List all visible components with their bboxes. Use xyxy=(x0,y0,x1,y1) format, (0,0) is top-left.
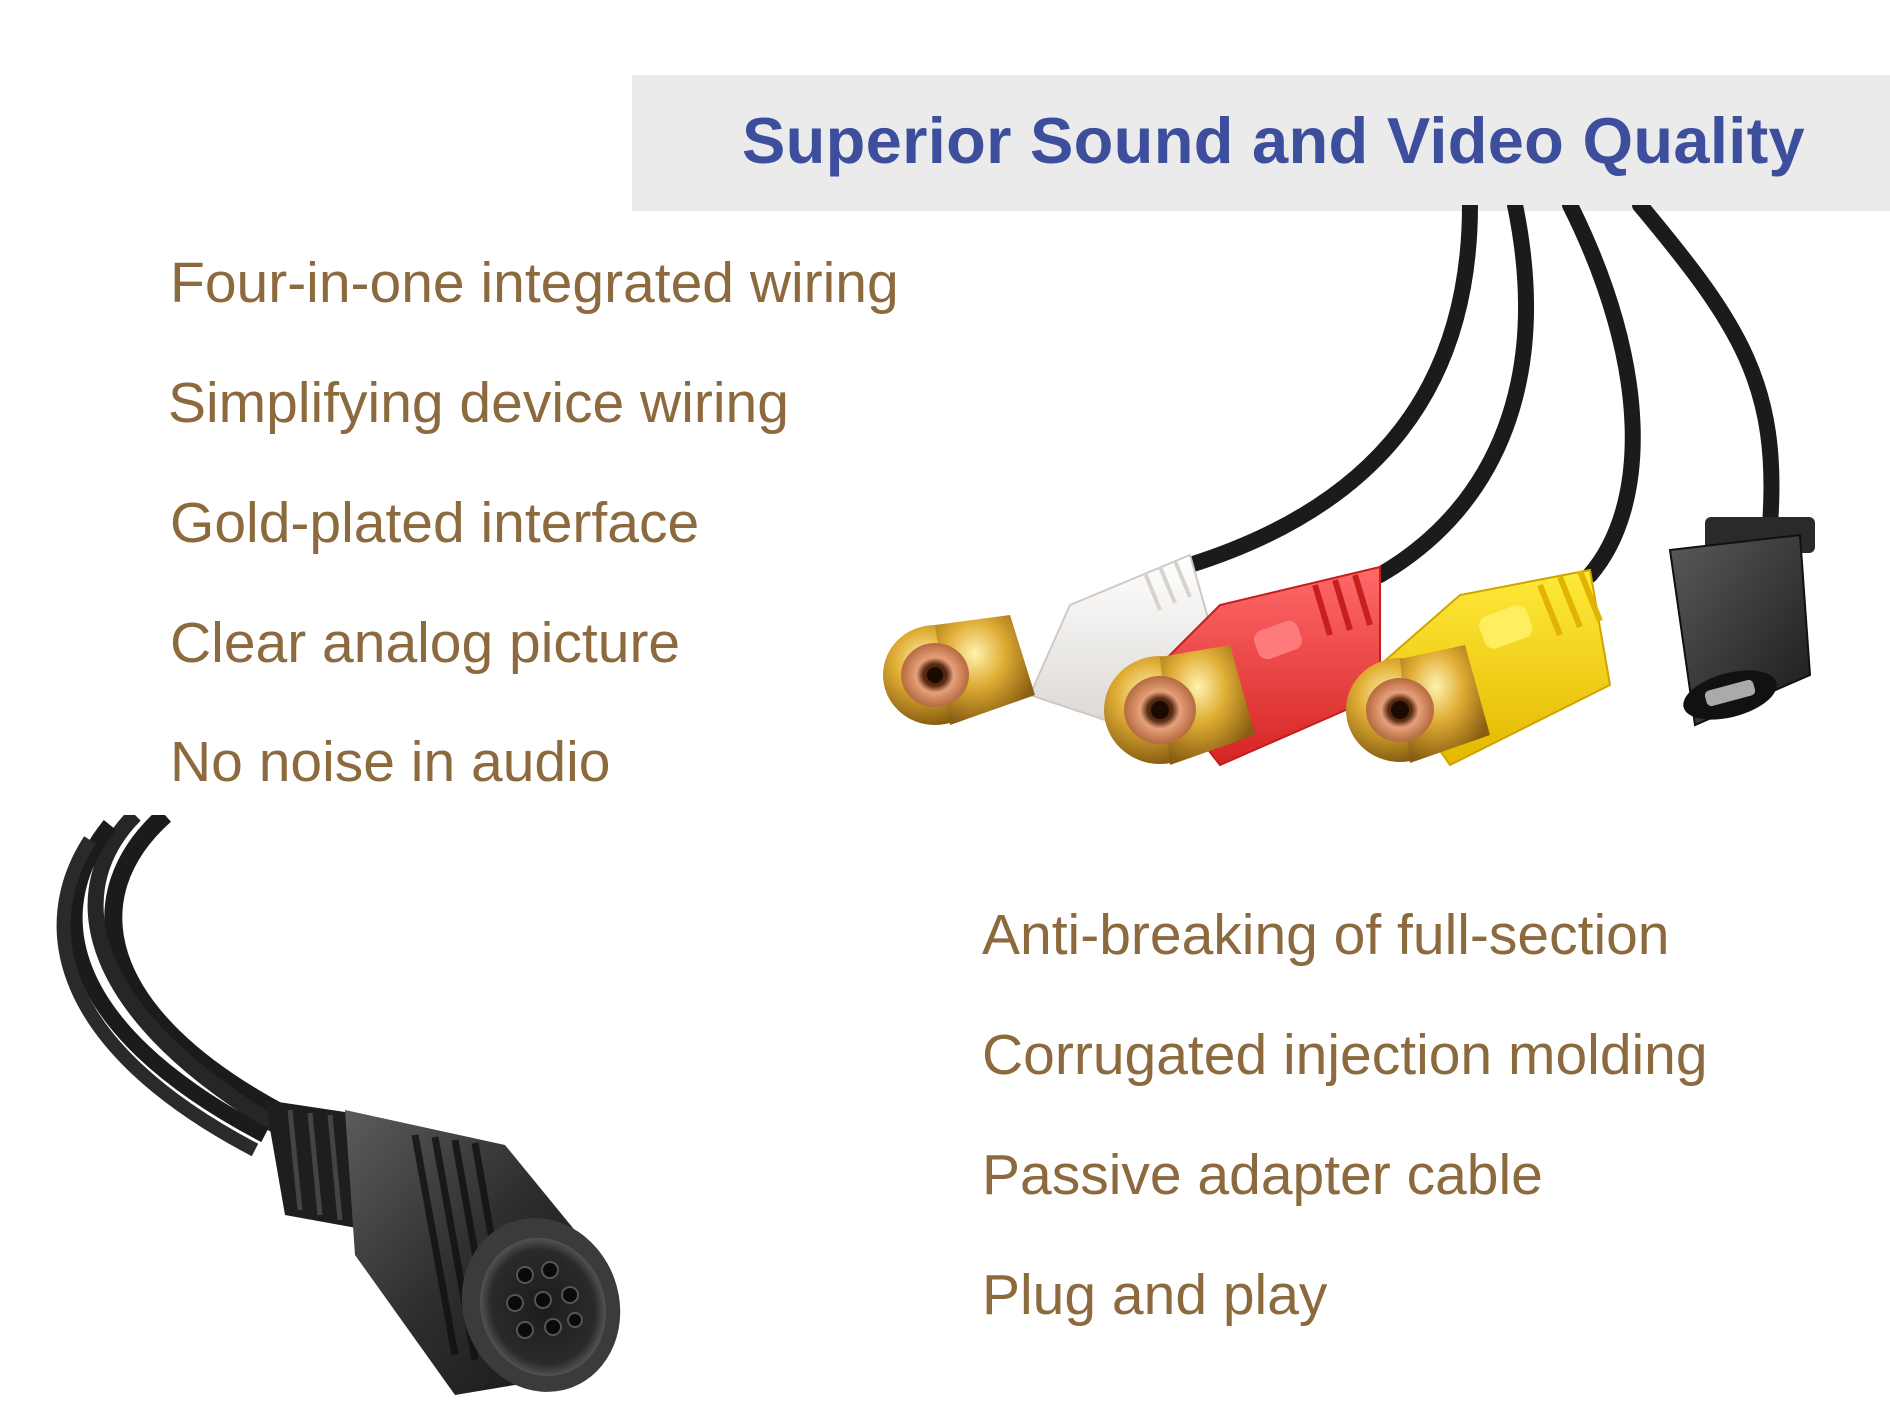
feature-right-4: Plug and play xyxy=(982,1263,1328,1327)
feature-right-3: Passive adapter cable xyxy=(982,1143,1543,1207)
mini-din-pins xyxy=(506,1261,583,1339)
feature-left-4: Clear analog picture xyxy=(170,611,681,675)
micro-usb-connector xyxy=(1668,517,1815,727)
feature-left-2: Simplifying device wiring xyxy=(168,371,789,435)
title-banner: Superior Sound and Video Quality xyxy=(632,75,1890,211)
page-title: Superior Sound and Video Quality xyxy=(742,104,1805,177)
mini-din-body xyxy=(345,1110,621,1395)
rca-connectors-illustration xyxy=(883,205,1815,767)
feature-left-5: No noise in audio xyxy=(170,730,611,794)
rca-white-connector xyxy=(883,553,1212,727)
feature-left-3: Gold-plated interface xyxy=(170,491,700,555)
feature-right-1: Anti-breaking of full-section xyxy=(982,903,1670,967)
feature-right-2: Corrugated injection molding xyxy=(982,1023,1708,1087)
rca-red-connector xyxy=(1104,565,1381,767)
feature-left-1: Four-in-one integrated wiring xyxy=(170,251,899,315)
mini-din-connector-illustration xyxy=(56,815,621,1395)
rca-yellow-connector xyxy=(1346,568,1612,767)
